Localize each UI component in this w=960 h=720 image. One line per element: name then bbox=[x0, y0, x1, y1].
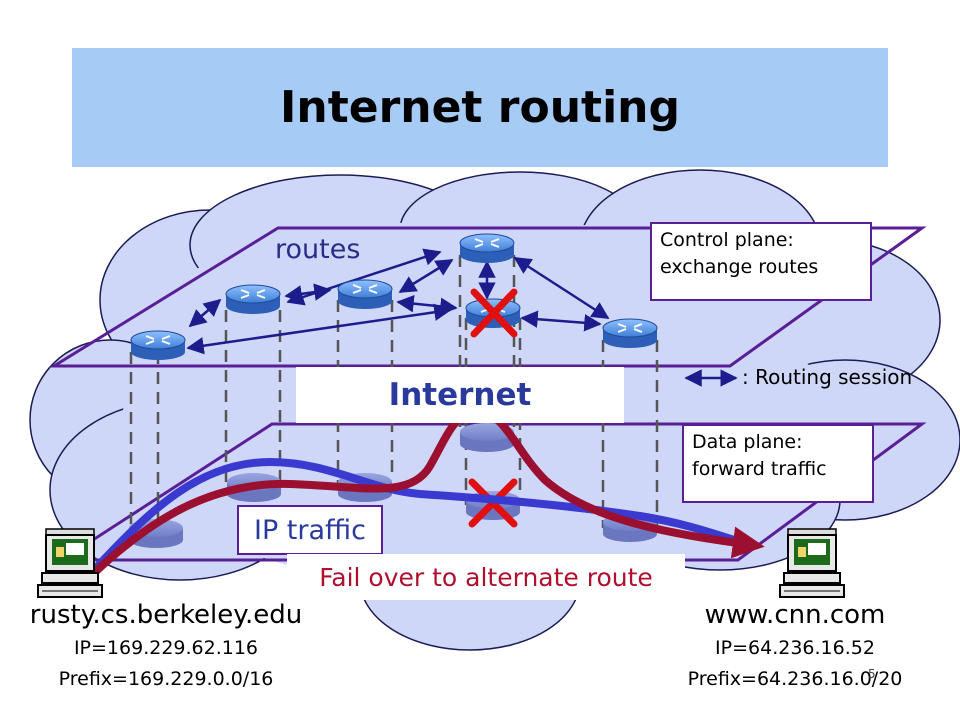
data-plane-box: Data plane: forward traffic bbox=[682, 424, 874, 503]
data-plane-title: Data plane: bbox=[692, 431, 803, 453]
routes-label: routes bbox=[275, 234, 361, 265]
right-host-ip: IP=64.236.16.52 bbox=[715, 637, 875, 659]
slide-number: 5 bbox=[868, 667, 876, 681]
computer-icon bbox=[779, 528, 845, 598]
internet-label: Internet bbox=[296, 367, 624, 423]
original-route bbox=[92, 457, 754, 572]
routing-sessions bbox=[186, 248, 610, 355]
control-plane-box: Control plane: exchange routes bbox=[650, 222, 872, 301]
router-icon bbox=[459, 233, 515, 264]
ip-traffic-text: IP traffic bbox=[253, 514, 366, 546]
slide-title: Internet routing bbox=[280, 82, 680, 133]
alternate-route bbox=[88, 407, 765, 579]
router-icon bbox=[602, 318, 658, 349]
left-host-prefix: Prefix=169.229.0.0/16 bbox=[58, 668, 274, 690]
title-bar: Internet routing bbox=[72, 48, 888, 167]
router-icon bbox=[130, 330, 186, 361]
control-plane-desc: exchange routes bbox=[660, 256, 819, 278]
failure-x-icon bbox=[470, 288, 518, 338]
failover-text: Fail over to alternate route bbox=[319, 562, 653, 592]
routing-session-label: : Routing session bbox=[742, 365, 913, 389]
left-host-name: rusty.cs.berkeley.edu bbox=[29, 600, 303, 630]
internet-label-text: Internet bbox=[388, 377, 532, 413]
data-plane-desc: forward traffic bbox=[692, 458, 827, 480]
right-host-name: www.cnn.com bbox=[704, 600, 886, 630]
router-icon bbox=[225, 284, 281, 315]
computer-icon bbox=[37, 528, 103, 598]
router-icon bbox=[337, 279, 393, 310]
ip-traffic-label: IP traffic bbox=[237, 505, 383, 555]
right-host-prefix: Prefix=64.236.16.0/20 bbox=[687, 668, 903, 690]
failover-label: Fail over to alternate route bbox=[287, 554, 685, 600]
left-host-ip: IP=169.229.62.116 bbox=[73, 637, 259, 659]
control-plane-title: Control plane: bbox=[660, 229, 794, 251]
